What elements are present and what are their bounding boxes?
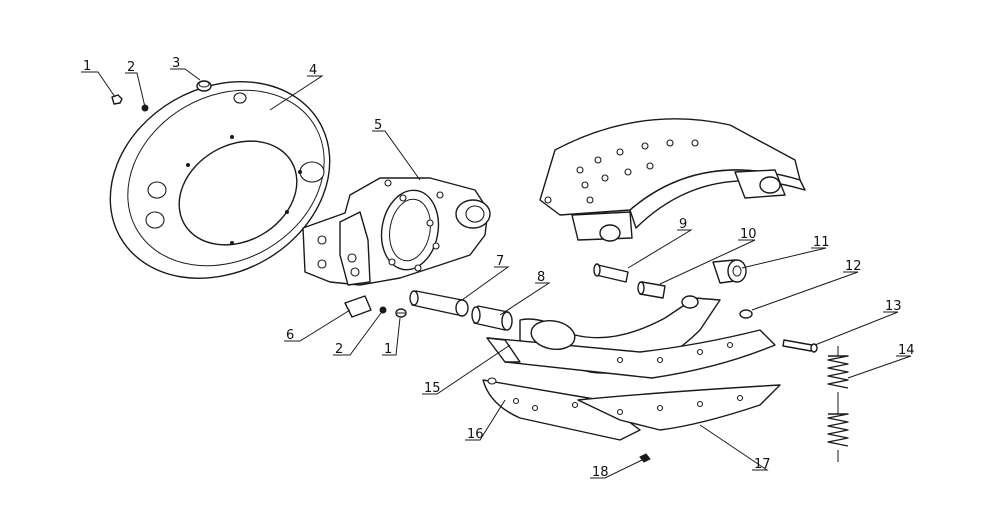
callout-9: 9 (679, 217, 687, 232)
plate-part (344, 295, 372, 318)
bolt-top (111, 94, 123, 105)
callout-2-lower: 2 (335, 342, 343, 357)
callout-7: 7 (496, 254, 504, 269)
washer-lower (379, 306, 387, 314)
anchor-pin (409, 290, 469, 317)
upper-brake-shoe (539, 118, 806, 242)
callout-8: 8 (537, 270, 545, 285)
spring-pin (782, 339, 818, 353)
lower-brake-shoe (487, 295, 776, 379)
callout-6: 6 (286, 328, 294, 343)
retaining-ring (739, 309, 753, 319)
bushing-10 (637, 281, 666, 299)
callout-15: 15 (424, 381, 441, 396)
clip-part (639, 453, 651, 463)
plug-part (196, 80, 212, 92)
callout-1-lower: 1 (384, 342, 392, 357)
roller-pin (593, 263, 629, 283)
cam-roller (712, 259, 747, 284)
leader-lines (81, 68, 912, 479)
callout-10: 10 (740, 227, 757, 242)
callout-4: 4 (309, 63, 317, 78)
lining-15 (486, 337, 521, 363)
callout-17: 17 (754, 457, 771, 472)
lining-16 (482, 377, 641, 441)
callout-labels: 1 2 3 4 5 6 2 1 7 8 9 10 11 12 13 14 15 … (83, 56, 915, 480)
lining-17 (577, 384, 781, 431)
callout-18: 18 (592, 465, 609, 480)
callout-14: 14 (898, 343, 915, 358)
callout-13: 13 (885, 299, 902, 314)
callout-16: 16 (467, 427, 484, 442)
bushing-8 (471, 305, 513, 331)
callout-11: 11 (813, 235, 830, 250)
callout-1-top: 1 (83, 59, 91, 74)
callout-2-top: 2 (127, 60, 135, 75)
bolt-lower (395, 308, 407, 318)
brake-spider (302, 177, 491, 286)
callout-5: 5 (374, 118, 382, 133)
callout-3: 3 (172, 56, 180, 71)
callout-12: 12 (845, 259, 862, 274)
return-spring (827, 346, 849, 462)
dust-shield (109, 81, 331, 279)
